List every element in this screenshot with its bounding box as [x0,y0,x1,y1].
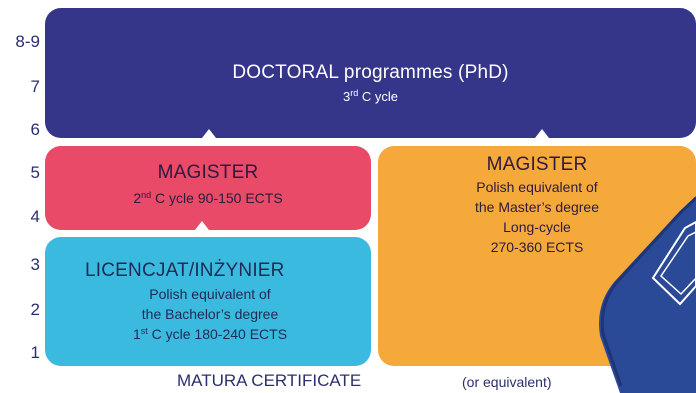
tablet-illustration-icon [599,196,696,393]
magister-long-line-4: 270-360 ECTS [490,239,584,255]
magister-second-cycle-rest: C ycle 90-150 ECTS [155,190,283,206]
licencjat-cycle-num: 1 [132,326,141,342]
doctoral-notch-left [202,129,216,138]
doctoral-cycle: 3rd C ycle [45,88,696,106]
level-7: 7 [30,77,40,96]
magister-second-cycle-sup: nd [141,190,152,200]
licencjat-block: LICENCJAT/INŻYNIER Polish equivalent of … [45,237,371,366]
level-4: 4 [30,207,40,226]
doctoral-cycle-label: C ycle [361,89,398,104]
magister-second-cycle-num: 2 [133,190,142,206]
level-8-9: 8-9 [15,32,40,51]
magister-long-line-3: Long-cycle [503,219,571,235]
level-6: 6 [30,120,40,139]
level-3: 3 [30,255,40,274]
level-2: 2 [30,300,40,319]
licencjat-line-2: the Bachelor’s degree [141,306,279,322]
licencjat-cycle-rest: C ycle 180-240 ECTS [151,326,288,342]
level-5: 5 [30,163,40,182]
magister-long-line-2: the Master’s degree [475,199,599,215]
magister-long-line-1: Polish equivalent of [476,179,598,195]
magister-second-cycle-block: MAGISTER 2nd C ycle 90-150 ECTS [45,146,371,230]
magister-second-cycle: 2nd C ycle 90-150 ECTS [45,189,371,207]
doctoral-title: DOCTORAL programmes (PhD) [232,62,509,83]
licencjat-cycle-sup: st [140,326,148,336]
licencjat-line-1: Polish equivalent of [149,286,271,302]
licencjat-cycle: 1st C ycle 180-240 ECTS [95,325,325,343]
doctoral-cycle-sup: rd [350,88,359,98]
magister-long-cycle-block: MAGISTER Polish equivalent of the Master… [378,146,696,366]
doctoral-cycle-num: 3 [343,89,351,104]
or-equivalent-label: (or equivalent) [462,374,552,390]
magister-long-title: MAGISTER [486,154,588,175]
doctoral-block: DOCTORAL programmes (PhD) 3rd C ycle [45,8,696,138]
licencjat-title: LICENCJAT/INŻYNIER [85,260,285,281]
magister-second-notch [195,221,209,230]
doctoral-notch-right [535,129,549,138]
matura-certificate-label: MATURA CERTIFICATE [177,371,362,390]
level-1: 1 [30,343,40,362]
magister-second-title: MAGISTER [157,162,259,183]
